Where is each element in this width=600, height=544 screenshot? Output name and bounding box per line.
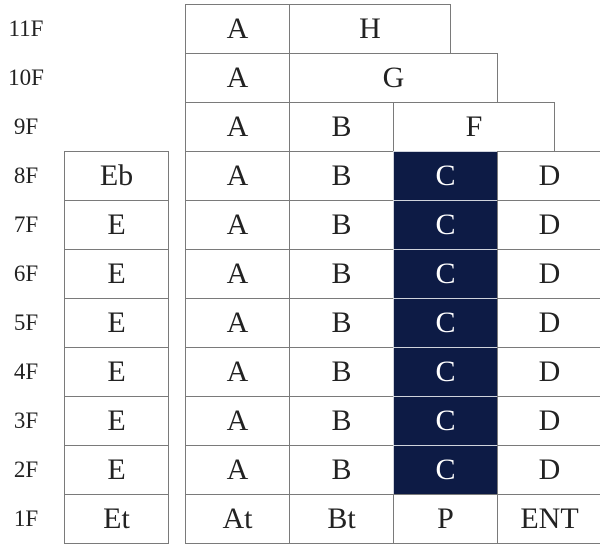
unit-cell-5f-b: B bbox=[289, 298, 394, 348]
unit-cell-4f-a: A bbox=[185, 347, 290, 397]
unit-cell-5f-a: A bbox=[185, 298, 290, 348]
unit-cell-5f-e: E bbox=[64, 298, 169, 348]
unit-cell-6f-d: D bbox=[497, 249, 600, 299]
unit-cell-11f-a: A bbox=[185, 4, 290, 54]
unit-cell-2f-a: A bbox=[185, 445, 290, 495]
unit-cell-2f-b: B bbox=[289, 445, 394, 495]
unit-cell-2f-c: C bbox=[393, 445, 498, 495]
floor-label-1f: 1F bbox=[13, 506, 39, 531]
unit-cell-10f-b: G bbox=[289, 53, 498, 103]
floor-label-9f: 9F bbox=[13, 114, 39, 139]
unit-cell-3f-c: C bbox=[393, 396, 498, 446]
unit-cell-9f-a: A bbox=[185, 102, 290, 152]
unit-cell-6f-c: C bbox=[393, 249, 498, 299]
unit-cell-7f-b: B bbox=[289, 200, 394, 250]
unit-cell-8f-d: D bbox=[497, 151, 600, 201]
unit-cell-3f-d: D bbox=[497, 396, 600, 446]
unit-cell-4f-e: E bbox=[64, 347, 169, 397]
unit-cell-8f-c: C bbox=[393, 151, 498, 201]
floor-label-2f: 2F bbox=[13, 457, 39, 482]
unit-cell-1f-e: Et bbox=[64, 494, 169, 544]
unit-cell-8f-a: A bbox=[185, 151, 290, 201]
unit-cell-4f-b: B bbox=[289, 347, 394, 397]
floor-label-11f: 11F bbox=[8, 16, 44, 41]
unit-cell-1f-b: Bt bbox=[289, 494, 394, 544]
unit-cell-1f-a: At bbox=[185, 494, 290, 544]
unit-cell-2f-d: D bbox=[497, 445, 600, 495]
floor-label-7f: 7F bbox=[13, 212, 39, 237]
unit-cell-2f-e: E bbox=[64, 445, 169, 495]
unit-cell-11f-b: H bbox=[289, 4, 451, 54]
unit-cell-5f-d: D bbox=[497, 298, 600, 348]
floor-label-8f: 8F bbox=[13, 163, 39, 188]
unit-cell-9f-c: F bbox=[393, 102, 555, 152]
unit-cell-6f-e: E bbox=[64, 249, 169, 299]
unit-cell-8f-b: B bbox=[289, 151, 394, 201]
unit-cell-3f-e: E bbox=[64, 396, 169, 446]
unit-cell-6f-b: B bbox=[289, 249, 394, 299]
floor-label-10f: 10F bbox=[8, 65, 44, 90]
unit-cell-3f-a: A bbox=[185, 396, 290, 446]
unit-cell-9f-b: B bbox=[289, 102, 394, 152]
unit-cell-10f-a: A bbox=[185, 53, 290, 103]
floor-label-5f: 5F bbox=[13, 310, 39, 335]
unit-cell-4f-d: D bbox=[497, 347, 600, 397]
unit-cell-1f-c: P bbox=[393, 494, 498, 544]
floor-label-4f: 4F bbox=[13, 359, 39, 384]
unit-cell-6f-a: A bbox=[185, 249, 290, 299]
unit-cell-1f-d: ENT bbox=[497, 494, 600, 544]
unit-cell-7f-c: C bbox=[393, 200, 498, 250]
unit-cell-3f-b: B bbox=[289, 396, 394, 446]
unit-cell-5f-c: C bbox=[393, 298, 498, 348]
unit-cell-7f-a: A bbox=[185, 200, 290, 250]
unit-cell-4f-c: C bbox=[393, 347, 498, 397]
unit-cell-7f-e: E bbox=[64, 200, 169, 250]
floor-label-6f: 6F bbox=[13, 261, 39, 286]
unit-cell-7f-d: D bbox=[497, 200, 600, 250]
floor-label-3f: 3F bbox=[13, 408, 39, 433]
unit-cell-8f-e: Eb bbox=[64, 151, 169, 201]
